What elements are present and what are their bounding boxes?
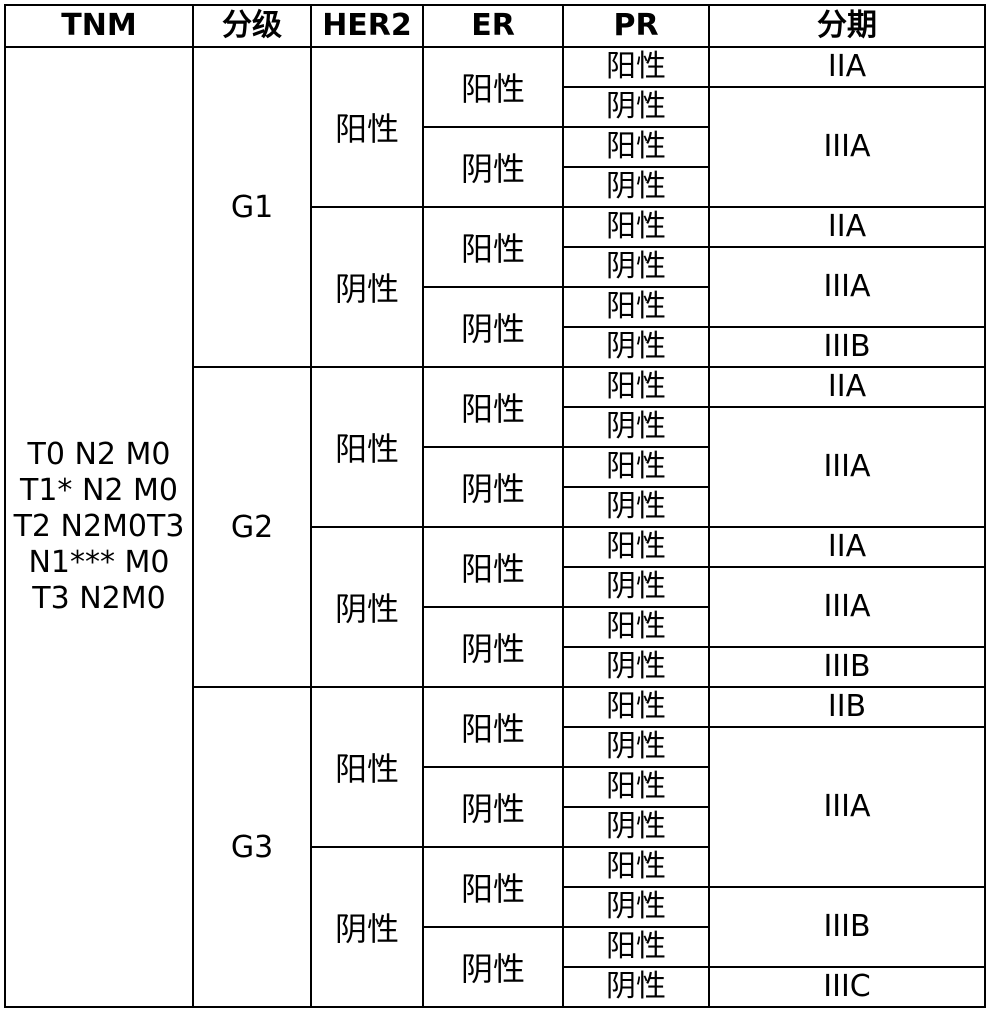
er-cell: 阴性 xyxy=(422,606,564,688)
pr-cell: 阴性 xyxy=(562,726,710,768)
pr-cell: 阴性 xyxy=(562,326,710,368)
pr-cell: 阳性 xyxy=(562,606,710,648)
stage-cell: IIA xyxy=(708,206,986,248)
her2-cell: 阳性 xyxy=(310,46,424,208)
header-er: ER xyxy=(422,4,564,48)
stage-cell: IIB xyxy=(708,686,986,728)
header-stage: 分期 xyxy=(708,4,986,48)
er-cell: 阴性 xyxy=(422,926,564,1008)
stage-cell: IIA xyxy=(708,46,986,88)
table-row: 阴性 IIIA xyxy=(5,246,986,328)
pr-cell: 阳性 xyxy=(562,846,710,888)
table-row: G3 阳性 阳性 阳性 IIB xyxy=(5,686,986,1008)
pr-cell: 阴性 xyxy=(562,886,710,928)
table-row: 阴性 阳性 xyxy=(5,926,985,1008)
her2-cell: 阴性 xyxy=(310,526,424,688)
er-cell: 阳性 xyxy=(422,46,564,128)
pr-cell: 阴性 xyxy=(562,966,710,1008)
stage-cell: IIIA xyxy=(708,246,986,328)
table-row: 阴性 IIIB xyxy=(5,886,986,968)
table-row: 阴性 xyxy=(5,486,985,528)
er-cell: 阴性 xyxy=(422,126,564,208)
pr-cell: 阴性 xyxy=(562,86,710,128)
header-tnm: TNM xyxy=(4,4,194,48)
stage-cell: IIIC xyxy=(708,966,986,1008)
stage-cell: IIIA xyxy=(708,406,986,528)
header-grade: 分级 xyxy=(192,4,312,48)
stage-cell: IIIA xyxy=(708,86,986,208)
pr-cell: 阴性 xyxy=(562,246,710,288)
er-cell: 阴性 xyxy=(422,766,564,848)
table-row: 阴性 IIIB xyxy=(5,646,986,688)
pr-cell: 阴性 xyxy=(562,806,710,848)
pr-cell: 阳性 xyxy=(562,926,710,968)
grade-g1: G1 xyxy=(192,46,312,368)
her2-cell: 阳性 xyxy=(310,366,424,528)
table-row: 阴性 xyxy=(5,806,985,848)
header-pr: PR xyxy=(562,4,710,48)
pr-cell: 阳性 xyxy=(562,46,710,88)
pr-cell: 阳性 xyxy=(562,206,710,248)
pr-cell: 阳性 xyxy=(562,446,710,488)
er-cell: 阳性 xyxy=(422,526,564,608)
stage-cell: IIIA xyxy=(708,726,986,888)
her2-cell: 阴性 xyxy=(310,206,424,368)
table-row: 阴性 IIIA xyxy=(5,406,986,528)
stage-cell: IIIB xyxy=(708,326,986,368)
pr-cell: 阳性 xyxy=(562,286,710,328)
her2-cell: 阳性 xyxy=(310,686,424,848)
table-row: 阴性 阳性 阳性 IIA xyxy=(5,206,986,368)
table-row: 阴性 IIIB xyxy=(5,326,986,368)
table-row: 阴性 xyxy=(5,166,985,208)
table-row: 阴性 阳性 xyxy=(5,766,985,848)
table-row: 阴性 阳性 阳性 xyxy=(5,846,985,1008)
pr-cell: 阳性 xyxy=(562,686,710,728)
pr-cell: 阴性 xyxy=(562,166,710,208)
table-row: T0 N2 M0 T1* N2 M0 T2 N2M0T3 N1*** M0 T3… xyxy=(4,46,986,1008)
tnm-line: N1*** M0 xyxy=(28,545,170,580)
grade-g2: G2 xyxy=(192,366,312,688)
tnm-cell: T0 N2 M0 T1* N2 M0 T2 N2M0T3 N1*** M0 T3… xyxy=(4,46,194,1008)
tnm-line: T0 N2 M0 xyxy=(27,437,171,472)
stage-cell: IIIB xyxy=(708,886,986,968)
er-cell: 阳性 xyxy=(422,366,564,448)
grade-g3: G3 xyxy=(192,686,312,1008)
tnm-staging-table: TNM 分级 HER2 ER PR 分期 T0 N2 M0 T1* N2 M0 … xyxy=(4,4,986,1008)
her2-cell: 阴性 xyxy=(310,846,424,1008)
tnm-line: T3 N2M0 xyxy=(32,581,166,616)
table-row: 阴性 阳性 xyxy=(5,606,985,688)
table-row: 阴性 IIIA xyxy=(5,86,986,208)
pr-cell: 阴性 xyxy=(562,566,710,608)
pr-cell: 阳性 xyxy=(562,766,710,808)
pr-cell: 阴性 xyxy=(562,406,710,448)
table-row: G2 阳性 阳性 阳性 IIA xyxy=(5,366,986,688)
stage-cell: IIA xyxy=(708,366,986,408)
stage-cell: IIIB xyxy=(708,646,986,688)
er-cell: 阴性 xyxy=(422,286,564,368)
pr-cell: 阳性 xyxy=(562,126,710,168)
er-cell: 阴性 xyxy=(422,446,564,528)
stage-cell: IIIA xyxy=(708,566,986,648)
er-cell: 阳性 xyxy=(422,686,564,768)
table-row: 阴性 阳性 xyxy=(5,126,985,208)
pr-cell: 阳性 xyxy=(562,366,710,408)
pr-cell: 阳性 xyxy=(562,526,710,568)
pr-cell: 阴性 xyxy=(562,486,710,528)
stage-cell: IIA xyxy=(708,526,986,568)
table-row: 阴性 阳性 xyxy=(5,286,985,368)
table-row: 阴性 IIIA xyxy=(5,726,986,888)
tnm-line: T2 N2M0T3 xyxy=(13,509,185,544)
table-row: 阴性 阳性 阳性 IIA xyxy=(5,526,986,688)
er-cell: 阳性 xyxy=(422,206,564,288)
table-row: 阴性 IIIC xyxy=(5,966,986,1008)
tnm-line: T1* N2 M0 xyxy=(20,473,178,508)
pr-cell: 阴性 xyxy=(562,646,710,688)
er-cell: 阳性 xyxy=(422,846,564,928)
header-her2: HER2 xyxy=(310,4,424,48)
table-row: 阴性 阳性 xyxy=(5,446,985,528)
table-row: 阴性 IIIA xyxy=(5,566,986,648)
header-row: TNM 分级 HER2 ER PR 分期 xyxy=(4,4,986,48)
